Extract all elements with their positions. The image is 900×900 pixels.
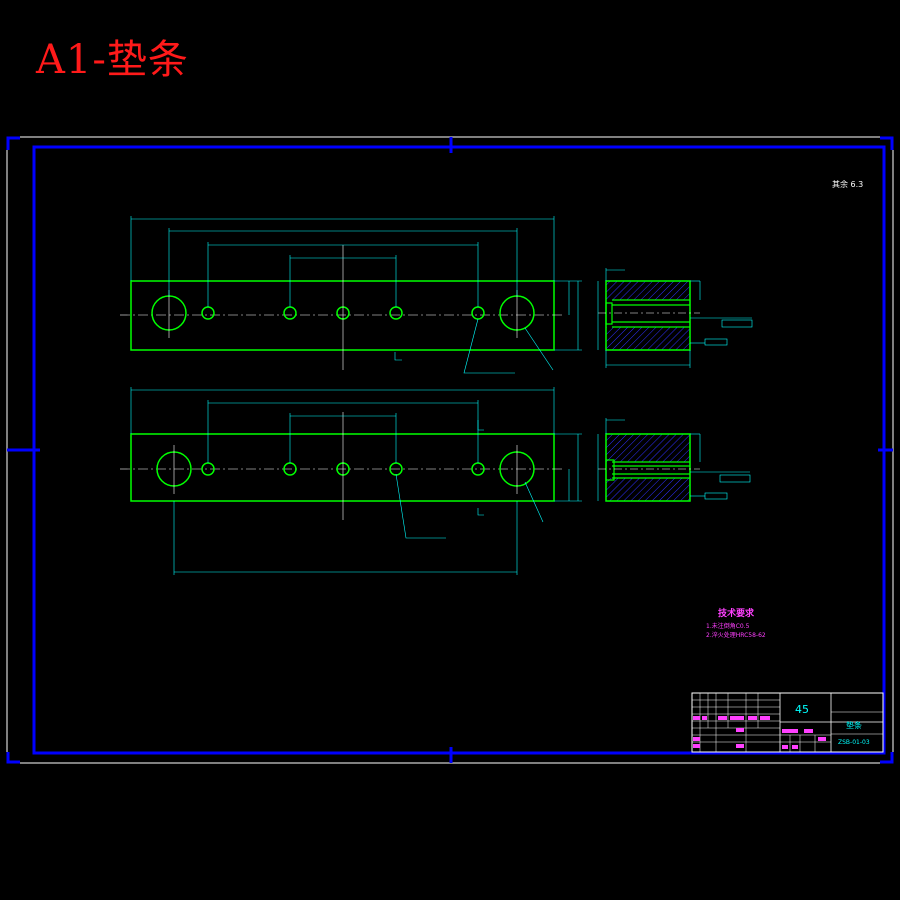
title-block-material: 45 bbox=[795, 703, 809, 716]
title-block-part-name: 垫条 bbox=[846, 720, 862, 730]
notes-line-1: 1.未注倒角C0.5 bbox=[706, 622, 750, 630]
inner-frame bbox=[32, 145, 886, 755]
section-view-lower bbox=[597, 418, 751, 502]
section-view-upper bbox=[597, 268, 753, 368]
corner-marks bbox=[6, 136, 894, 764]
roughness-note: 其余 6.3 bbox=[832, 179, 863, 189]
notes-line-2: 2.淬火处理HRC58-62 bbox=[706, 631, 766, 639]
notes-heading: 技术要求 bbox=[718, 607, 755, 619]
front-view-upper bbox=[120, 216, 582, 374]
title-block-drawing-no: ZSB-01-03 bbox=[838, 739, 870, 746]
page-title: A1-垫条 bbox=[36, 37, 189, 83]
front-view-lower bbox=[120, 387, 582, 575]
title-block: 45 垫条 ZSB-01-03 bbox=[691, 692, 884, 753]
technical-notes: 技术要求 1.未注倒角C0.5 2.淬火处理HRC58-62 bbox=[706, 607, 766, 639]
